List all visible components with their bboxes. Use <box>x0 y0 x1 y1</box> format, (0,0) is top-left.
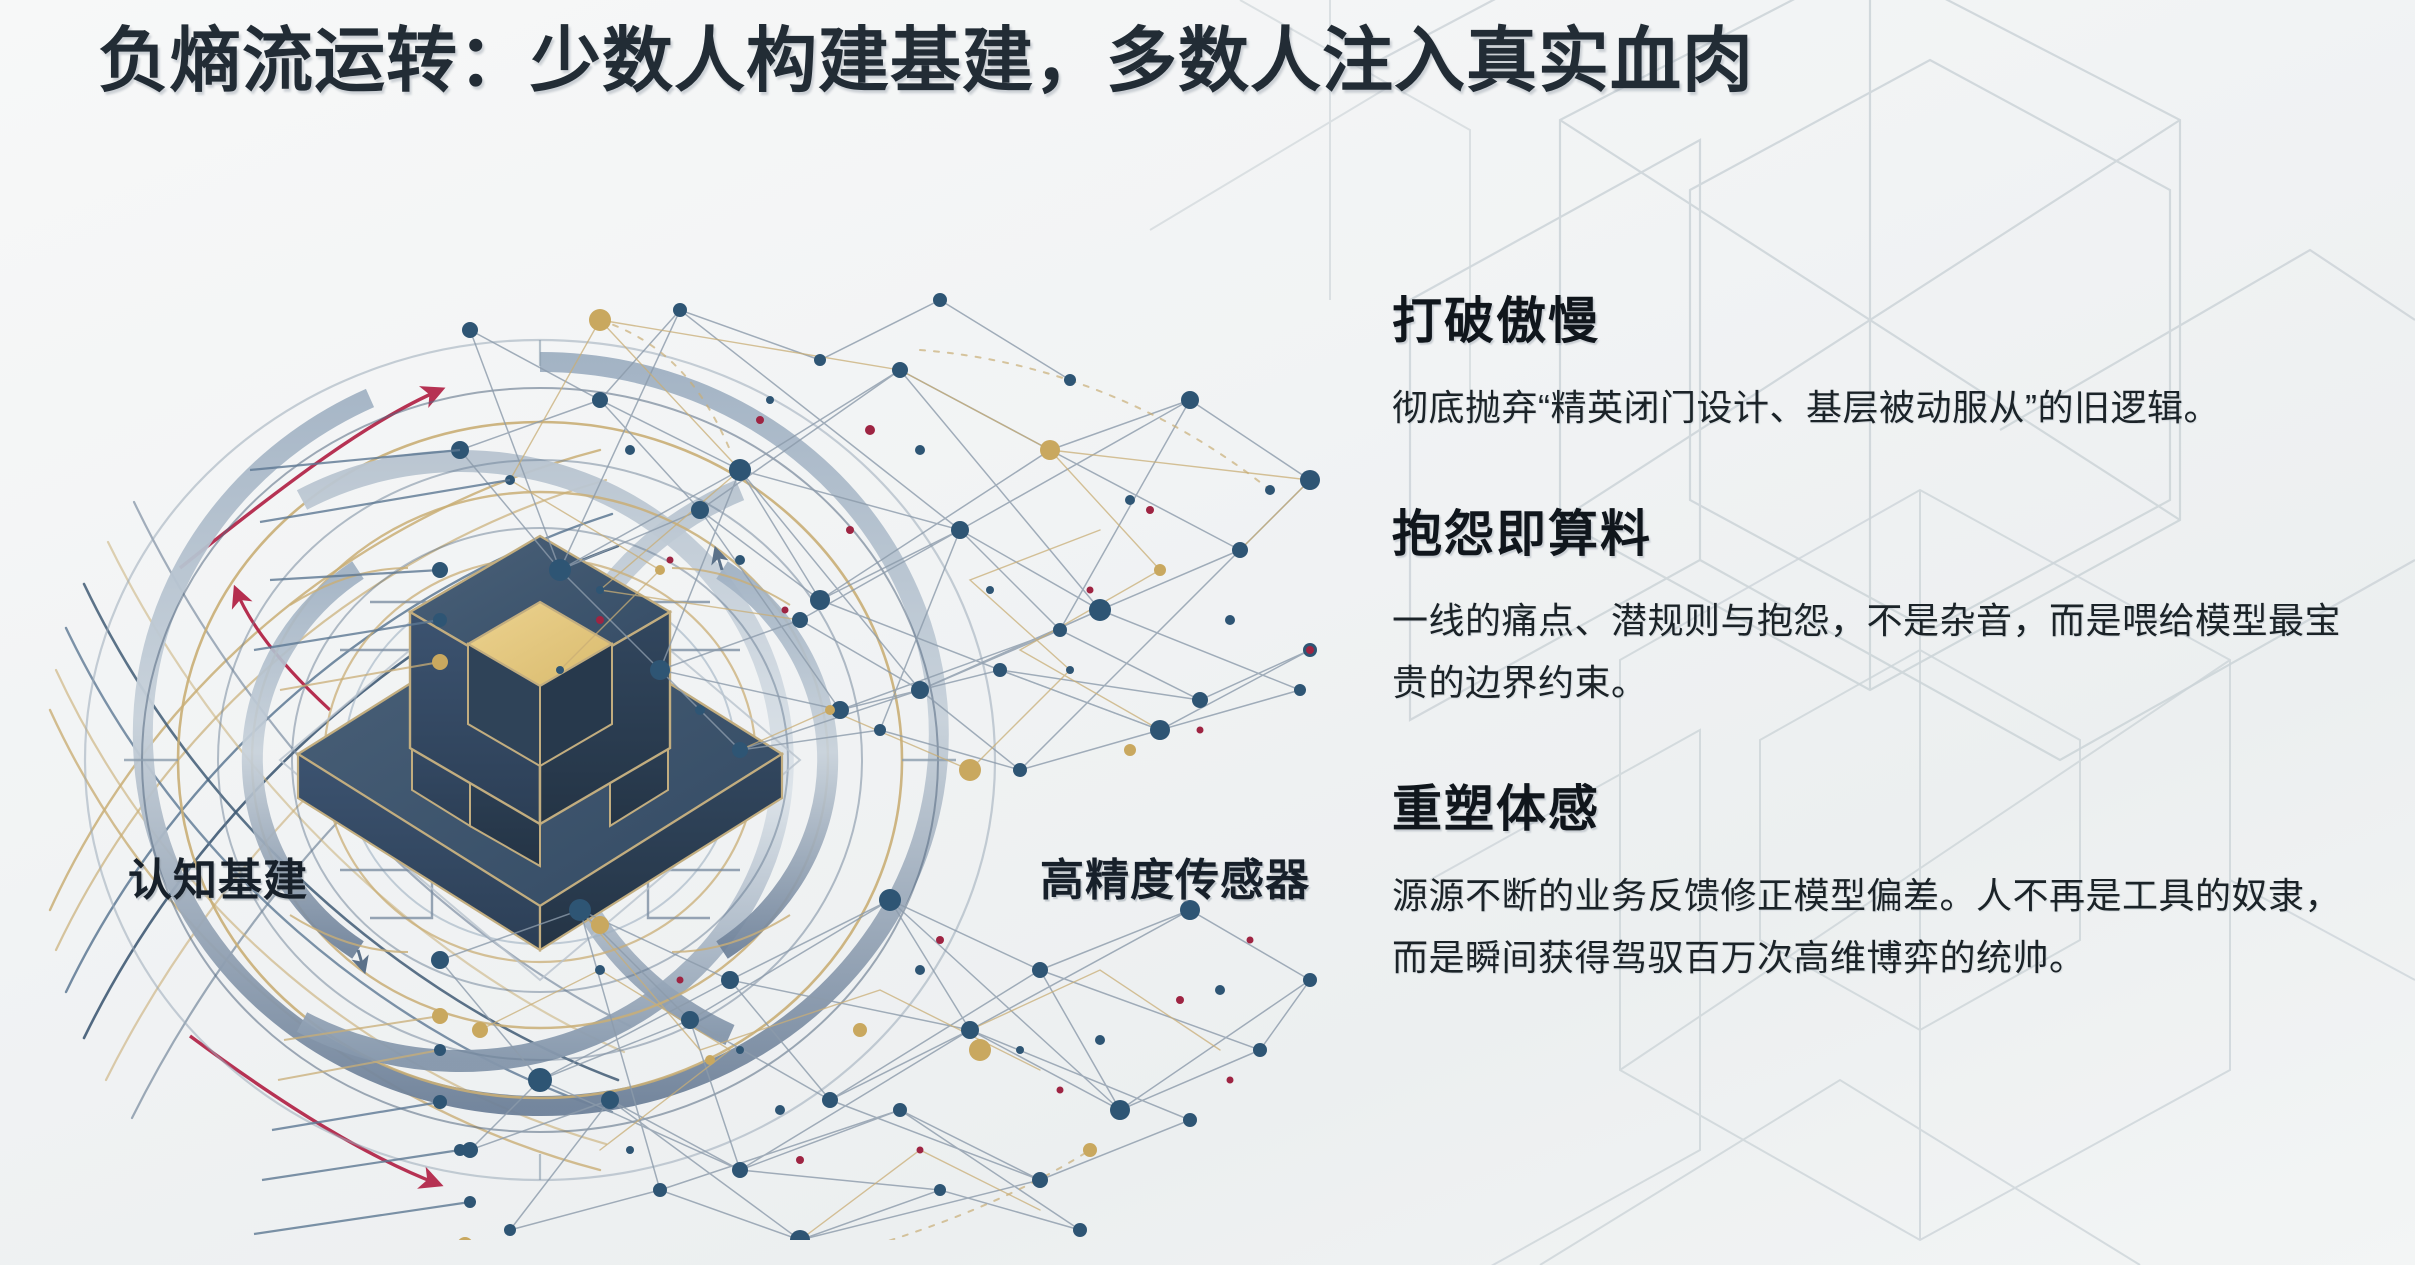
network-cluster-top <box>451 293 1320 781</box>
flow-arrow-left-upper <box>178 386 446 570</box>
block-body-1: 彻底抛弃“精英闭门设计、基层被动服从”的旧逻辑。 <box>1392 387 2220 428</box>
block-body-2: 一线的痛点、潜规则与抱怨，不是杂音，而是喂给模型最宝贵的边界约束。 <box>1392 599 2342 703</box>
ring-connectors-gold <box>289 567 791 953</box>
feed-lines <box>249 448 511 1236</box>
block-body-3: 源源不断的业务反馈修正模型偏差。人不再是工具的奴隶，而是瞬间获得驾驭百万次高维博… <box>1392 874 2342 978</box>
diagram-label-right: 高精度传感器 <box>1040 856 1310 905</box>
page-title: 负熵流运转：少数人构建基建，多数人注入真实血肉 <box>98 22 1755 101</box>
content-column: 打破傲慢 彻底抛弃“精英闭门设计、基层被动服从”的旧逻辑。 抱怨即算料 一线的痛… <box>1392 292 2362 989</box>
flow-arrow-left-lower <box>188 1034 444 1189</box>
block-title-1: 打破傲慢 <box>1392 293 1600 349</box>
content-block-2: 抱怨即算料 一线的痛点、潜规则与抱怨，不是杂音，而是喂给模型最宝贵的边界约束。 <box>1392 505 2362 714</box>
block-title-3: 重塑体感 <box>1392 780 1600 837</box>
hero-diagram: 认知基建 高精度传感器 <box>40 150 1370 1240</box>
content-block-3: 重塑体感 源源不断的业务反馈修正模型偏差。人不再是工具的奴隶，而是瞬间获得驾驭百… <box>1392 780 2362 989</box>
block-title-2: 抱怨即算料 <box>1392 505 1652 562</box>
flow-arrow-center-left <box>231 584 332 712</box>
diagram-svg <box>48 293 1320 1240</box>
diagram-label-left: 认知基建 <box>128 856 308 905</box>
content-block-1: 打破傲慢 彻底抛弃“精英闭门设计、基层被动服从”的旧逻辑。 <box>1392 292 2362 439</box>
network-cluster-bottom <box>431 889 1317 1240</box>
